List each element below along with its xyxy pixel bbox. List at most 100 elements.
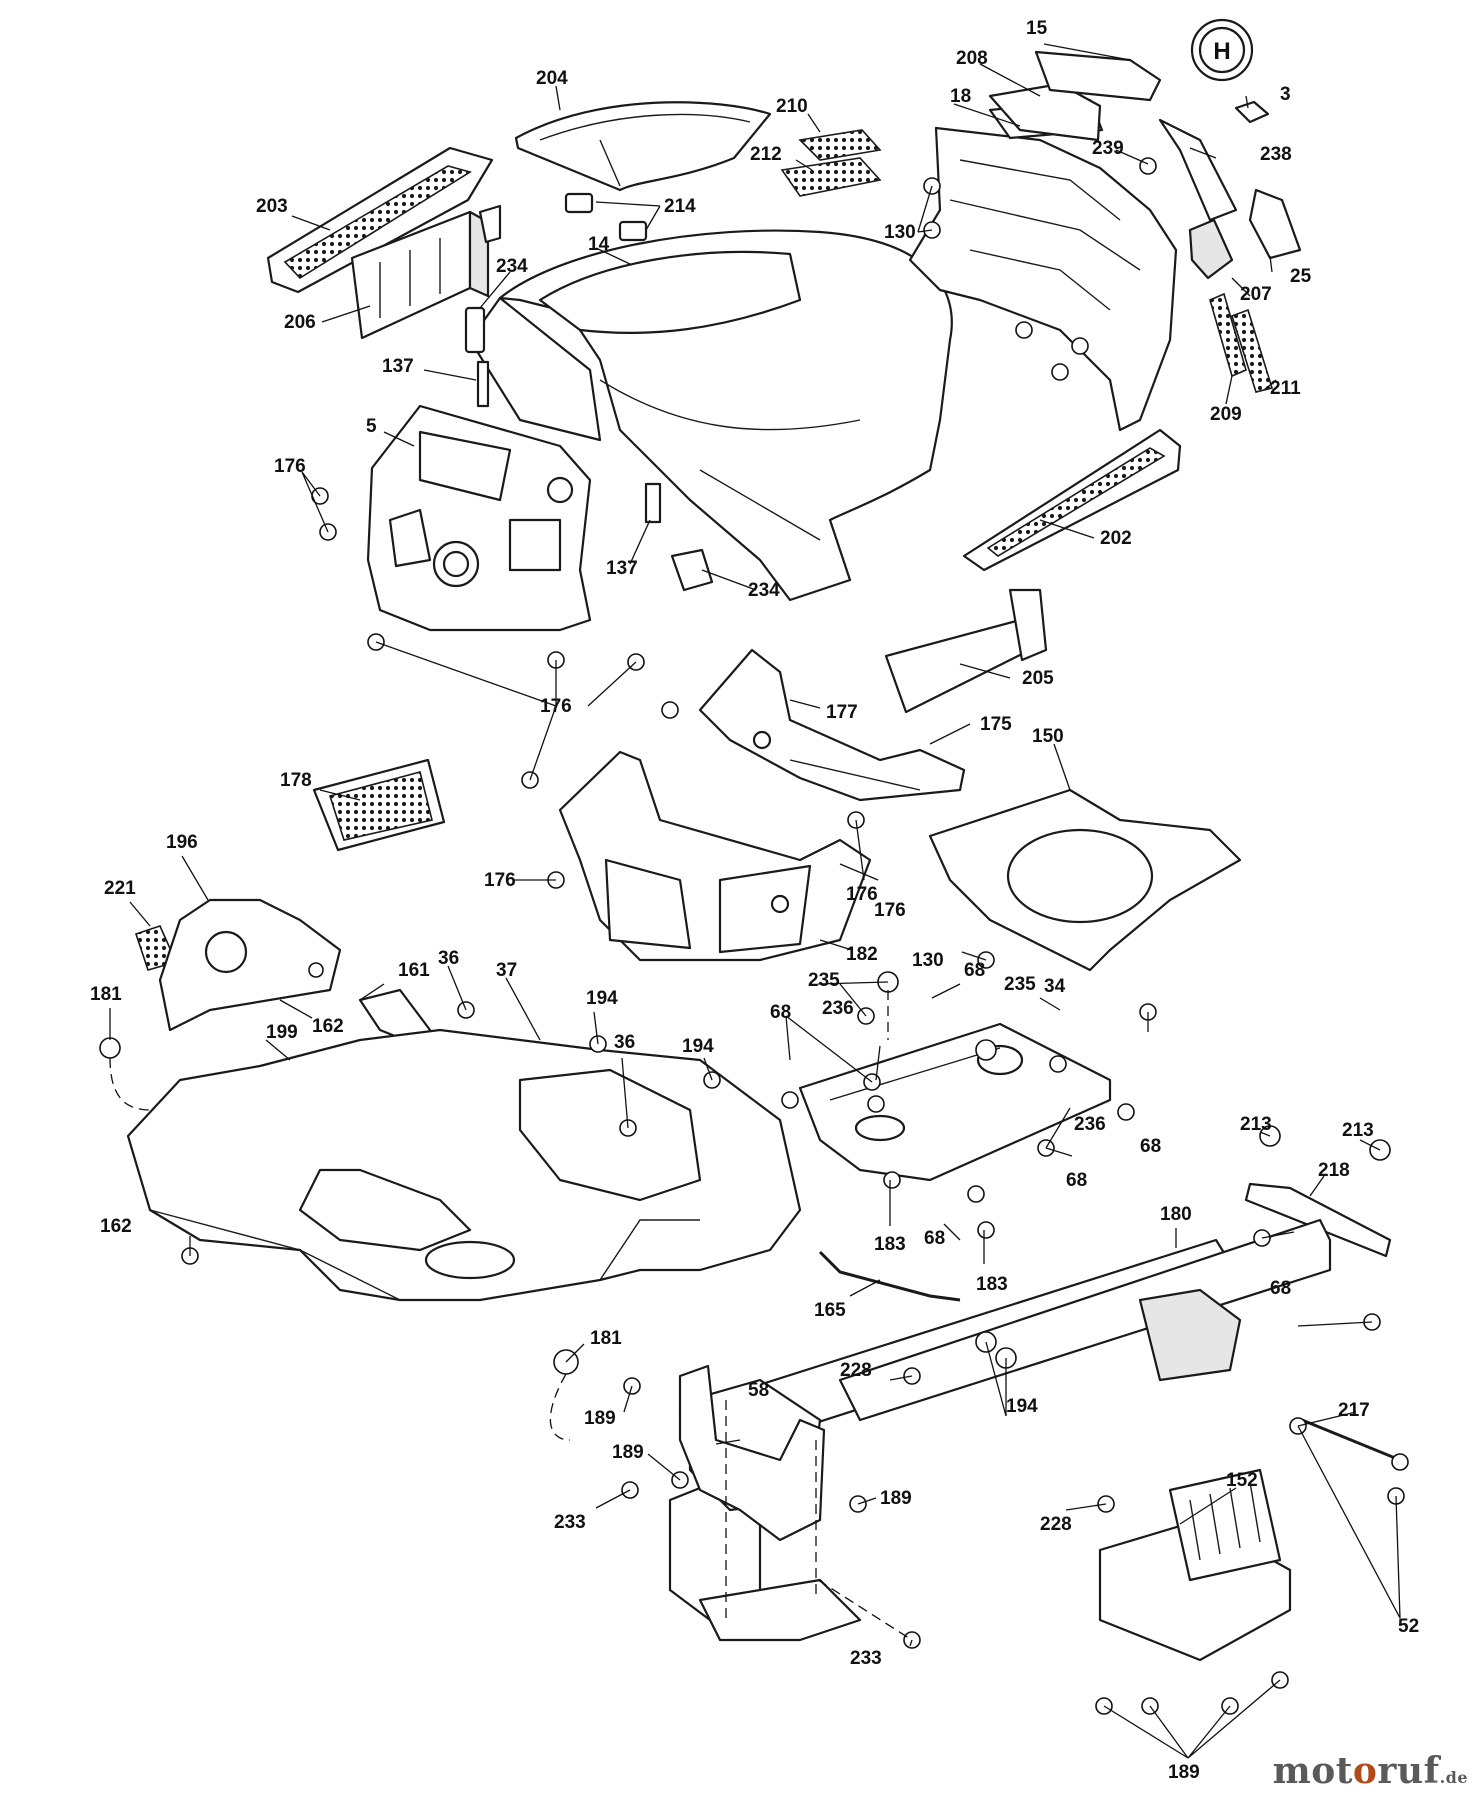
part-label: 236 (822, 998, 854, 1019)
frame-bracket-part (678, 1364, 826, 1542)
part-label: 177 (826, 702, 858, 723)
part-label: 176 (540, 696, 572, 717)
part-label: 137 (606, 558, 638, 579)
leader-lines (109, 43, 1401, 1759)
part-label: 210 (776, 96, 808, 117)
part-label: 228 (840, 1360, 872, 1381)
lower-grille-part (962, 428, 1182, 572)
hold-down-rod-part (1301, 1418, 1401, 1462)
part-label: 202 (1100, 528, 1132, 549)
main-hood-part (468, 229, 953, 602)
part-label: 236 (1074, 1114, 1106, 1135)
part-label: 68 (770, 1002, 791, 1023)
watermark-brand-prefix: mot (1272, 1750, 1353, 1792)
part-label: 218 (1318, 1160, 1350, 1181)
watermark-brand-o: o (1352, 1750, 1378, 1792)
part-label: 212 (750, 144, 782, 165)
part-label: 176 (484, 870, 516, 891)
part-label: 37 (496, 960, 517, 981)
part-label: 196 (166, 832, 198, 853)
part-label: 130 (884, 222, 916, 243)
front-grille-part (266, 146, 494, 294)
part-label: 68 (964, 960, 985, 981)
part-label: 34 (1044, 976, 1066, 997)
part-label: 194 (1006, 1396, 1038, 1417)
part-label: 130 (912, 950, 944, 971)
part-label: 18 (950, 86, 971, 107)
part-label: 14 (588, 234, 610, 255)
part-label: 228 (1040, 1514, 1072, 1535)
part-label: 178 (280, 770, 312, 791)
part-label: 68 (924, 1228, 945, 1249)
watermark-logo: motoruf.de (1273, 1750, 1468, 1792)
part-label: 52 (1398, 1616, 1419, 1637)
dash-panel-part (366, 404, 592, 632)
part-label: 162 (312, 1016, 344, 1037)
part-label: 206 (284, 312, 316, 333)
fender-pod-part (134, 898, 342, 1032)
part-label: 238 (1260, 144, 1292, 165)
part-label: 194 (586, 988, 618, 1009)
part-label: 235 (808, 970, 840, 991)
part-label: 239 (1092, 138, 1124, 159)
watermark-brand-suffix: ruf (1377, 1750, 1440, 1792)
part-label: 213 (1342, 1120, 1374, 1141)
part-label: 15 (1026, 18, 1048, 39)
part-label: 68 (1066, 1170, 1087, 1191)
part-label: 150 (1032, 726, 1064, 747)
mount-plate-part (798, 1022, 1112, 1182)
brand-emblem-part: H (1190, 18, 1270, 124)
part-label: 208 (956, 48, 988, 69)
part-label: 221 (104, 878, 136, 899)
rear-body-part (126, 1028, 802, 1302)
part-label: 36 (614, 1032, 635, 1053)
side-meshes-part (1209, 292, 1274, 393)
part-label: 234 (496, 256, 528, 277)
part-label: 25 (1290, 266, 1312, 287)
part-label: 211 (1270, 378, 1301, 399)
vent-panel-part (312, 758, 446, 852)
part-label: 5 (366, 416, 377, 437)
part-label: 189 (1168, 1762, 1200, 1783)
part-label: 189 (584, 1408, 616, 1429)
part-label: 68 (1270, 1278, 1291, 1299)
part-label: 207 (1240, 284, 1272, 305)
part-label: 36 (438, 948, 459, 969)
part-label: 199 (266, 1022, 298, 1043)
front-shroud-part (908, 98, 1178, 432)
part-label: 205 (1022, 668, 1054, 689)
brace-part (884, 588, 1048, 714)
dash-bracket-part (698, 648, 966, 802)
part-label: 3 (1280, 84, 1291, 105)
part-label: 217 (1338, 1400, 1370, 1421)
part-label: 209 (1210, 404, 1242, 425)
lower-dash-part (558, 750, 872, 962)
part-label: 152 (1226, 1470, 1258, 1491)
part-label: 214 (664, 196, 696, 217)
part-label: 181 (90, 984, 122, 1005)
part-label: 235 (1004, 974, 1036, 995)
part-label: 137 (382, 356, 414, 377)
part-label: 234 (748, 580, 780, 601)
hood-clips-part (564, 192, 648, 242)
hood-tags-upper-part (464, 306, 490, 408)
battery-tray-part (1098, 1468, 1292, 1662)
link-rod-part (818, 1250, 961, 1302)
side-trims-part (1158, 118, 1302, 280)
part-label: 213 (1240, 1114, 1272, 1135)
part-label: 181 (590, 1328, 622, 1349)
part-label: 189 (880, 1488, 912, 1509)
part-label: 180 (1160, 1204, 1192, 1225)
part-label: 161 (398, 960, 430, 981)
discharge-chute-part (928, 788, 1242, 972)
watermark-domain: .de (1439, 1768, 1468, 1787)
hood-mesh-inserts-part (780, 129, 882, 197)
part-label: 182 (846, 944, 878, 965)
part-label: 183 (976, 1274, 1008, 1295)
part-label: 176 (274, 456, 306, 477)
brand-emblem-letter: H (1213, 38, 1230, 65)
part-label: 68 (1140, 1136, 1161, 1157)
part-label: 203 (256, 196, 288, 217)
main-frame-part (668, 1218, 1332, 1642)
grille-bracket-part (350, 204, 502, 340)
